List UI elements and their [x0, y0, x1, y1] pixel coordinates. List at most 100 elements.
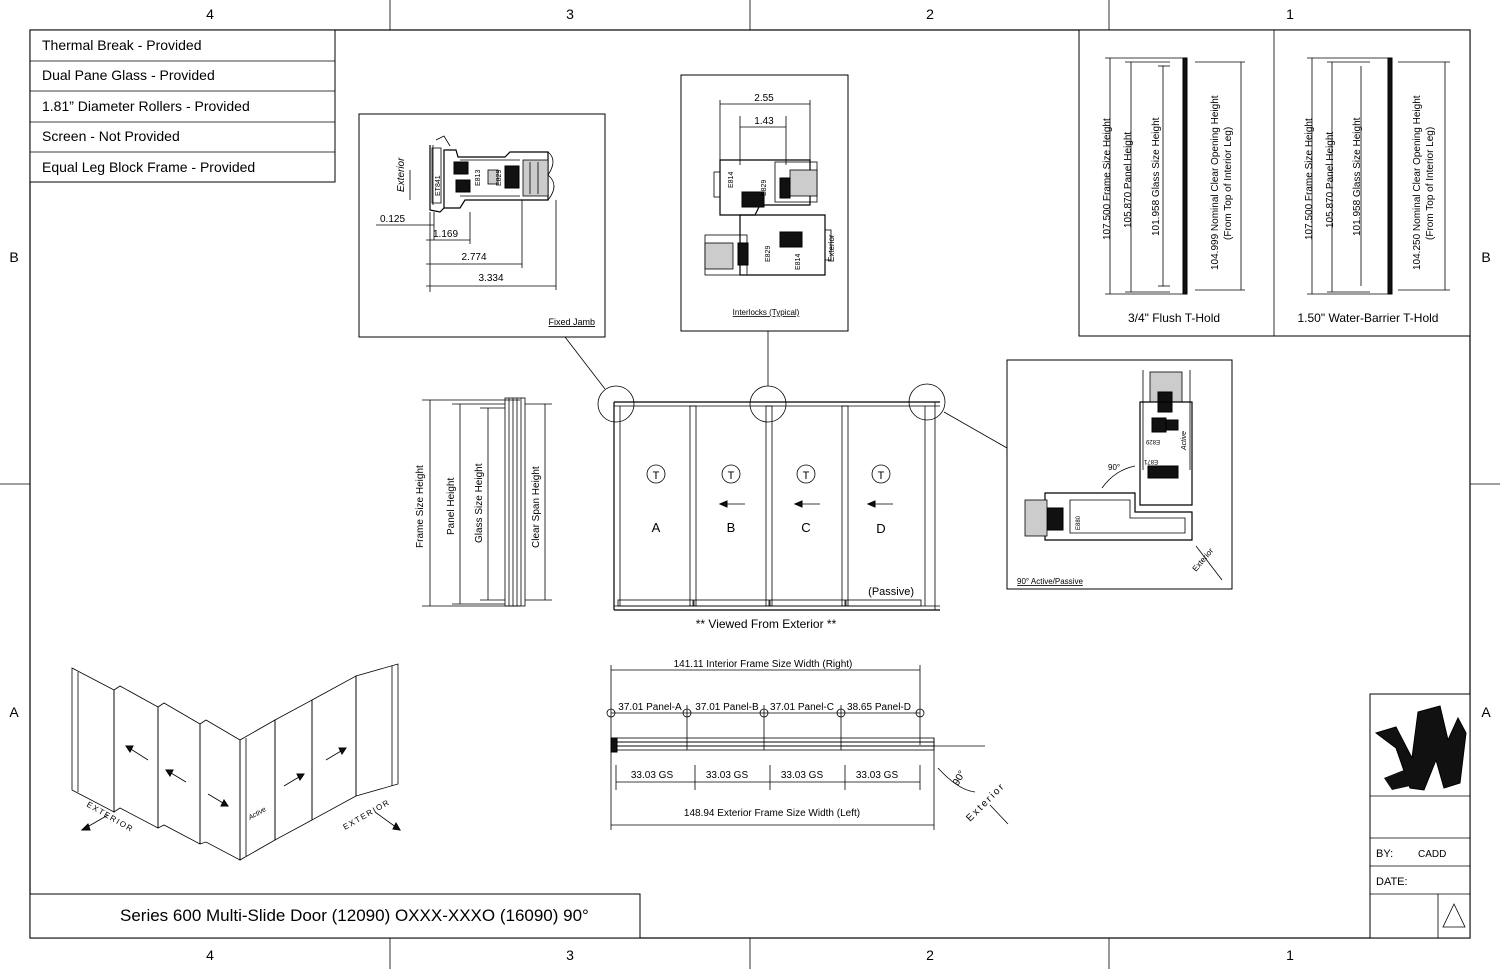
plan-panel-a: 37.01 Panel-A [618, 702, 682, 713]
grid-col-top-4: 4 [206, 6, 214, 22]
isometric-view: Active EXTERIOR EXTERIOR [71, 663, 401, 861]
interlocks-label: Interlocks (Typical) [733, 308, 800, 317]
interlocks-detail: 2.55 1.43 E814 E829 E829 E814 Exterior I… [680, 74, 849, 332]
plan-angle: 90° [951, 769, 968, 788]
grid-col-top-1: 1 [1286, 6, 1294, 22]
revision-triangle-icon [1442, 903, 1466, 928]
interlocks-part-e814-bottom: E814 [795, 254, 802, 270]
flush-frame-size-height: 107.500 Frame Size Height [1102, 118, 1113, 240]
passive-label: (Passive) [868, 586, 914, 598]
panel-d-label: D [876, 521, 885, 536]
feature-thermal-break: Thermal Break - Provided [42, 37, 202, 53]
corner-angle: 90° [1108, 463, 1120, 472]
t-hold-panel [1078, 29, 1471, 337]
title-block: BY: CADD DATE: [1369, 693, 1471, 939]
grid-row-right-b: B [1481, 249, 1490, 265]
barrier-clear-opening: 104.250 Nominal Clear Opening Height [1412, 95, 1423, 270]
grid-col-bottom-4: 4 [206, 947, 214, 963]
interlocks-part-e829-bottom: E829 [765, 246, 772, 262]
interlocks-part-e829-top: E829 [761, 180, 768, 196]
features-table: Thermal Break - Provided Dual Pane Glass… [29, 29, 336, 183]
fixed-jamb-dim-1169: 1.169 [433, 229, 458, 240]
plan-exterior: Exterior [964, 781, 1007, 824]
height-glass-size: Glass Size Height [474, 463, 485, 543]
grid-col-bottom-2: 2 [926, 947, 934, 963]
date-label: DATE: [1376, 876, 1408, 888]
plan-exterior-width: 148.94 Exterior Frame Size Width (Left) [684, 808, 860, 819]
corner-part-e871: E871 [1143, 458, 1158, 464]
plan-gs-3: 33.03 GS [781, 770, 824, 781]
plan-gs-2: 33.03 GS [706, 770, 749, 781]
flush-panel-height: 105.870 Panel Height [1123, 132, 1134, 228]
grid-row-left-b: B [9, 249, 18, 265]
feature-rollers: 1.81” Diameter Rollers - Provided [42, 98, 250, 114]
interlocks-part-e814-top: E814 [728, 172, 735, 188]
fixed-jamb-dim-2774: 2.774 [461, 252, 486, 263]
panel-d-symbol: T [878, 470, 885, 482]
flush-clear-opening: 104.999 Nominal Clear Opening Height [1210, 95, 1221, 270]
iso-exterior-right: EXTERIOR [342, 797, 392, 831]
height-clear-span: Clear Span Height [531, 466, 542, 548]
panel-b-label: B [727, 520, 736, 535]
plan-view: 141.11 Interior Frame Size Width (Right)… [606, 659, 1009, 830]
barrier-glass-size-height: 101.958 Glass Size Height [1352, 117, 1363, 236]
plan-gs-4: 33.03 GS [856, 770, 899, 781]
barrier-t-hold-label: 1.50" Water-Barrier T-Hold [1298, 311, 1439, 325]
panel-a-symbol: T [653, 470, 660, 482]
flush-glass-size-height: 101.958 Glass Size Height [1151, 117, 1162, 236]
corner-active: Active [1181, 431, 1188, 451]
panel-c-symbol: T [803, 470, 810, 482]
plan-panel-d: 38.65 Panel-D [847, 702, 911, 713]
corner-part-e829: E829 [1145, 438, 1160, 444]
grid-col-top-2: 2 [926, 6, 934, 22]
barrier-frame-size-height: 107.500 Frame Size Height [1304, 118, 1315, 240]
panel-a-label: A [652, 520, 661, 535]
by-label: BY: [1376, 848, 1393, 860]
fixed-jamb-dim-0125: 0.125 [380, 214, 405, 225]
feature-block-frame: Equal Leg Block Frame - Provided [42, 159, 255, 175]
company-logo [1374, 705, 1467, 791]
fixed-jamb-label: Fixed Jamb [548, 317, 595, 327]
iso-exterior-left: EXTERIOR [85, 800, 135, 834]
feature-dual-pane: Dual Pane Glass - Provided [42, 67, 215, 83]
fixed-jamb-exterior: Exterior [396, 157, 407, 192]
plan-panel-c: 37.01 Panel-C [770, 702, 834, 713]
grid-col-top-3: 3 [566, 6, 574, 22]
corner-label: 90° Active/Passive [1017, 577, 1083, 586]
viewed-from-exterior: ** Viewed From Exterior ** [696, 617, 837, 631]
grid-row-left-a: A [9, 704, 19, 720]
panel-b-symbol: T [728, 470, 735, 482]
grid-col-bottom-1: 1 [1286, 947, 1294, 963]
fixed-jamb-part-et841: ET841 [435, 175, 442, 196]
drawing-title: Series 600 Multi-Slide Door (12090) OXXX… [120, 906, 589, 925]
height-panel: Panel Height [446, 478, 457, 535]
elevation-view: T A T B T C T D (Passive) ** Viewed From… [564, 331, 1008, 631]
height-dimensions: Frame Size Height Panel Height Glass Siz… [415, 397, 552, 607]
grid-row-right-a: A [1481, 704, 1491, 720]
corner-part-e880: E880 [1076, 515, 1082, 530]
flush-clear-note: (From Top of Interior Leg) [1223, 127, 1234, 240]
grid-col-bottom-3: 3 [566, 947, 574, 963]
fixed-jamb-part-e829: E829 [496, 170, 503, 186]
title-bar: Series 600 Multi-Slide Door (12090) OXXX… [29, 893, 641, 939]
height-frame-size: Frame Size Height [415, 465, 426, 548]
interlocks-dim-255: 2.55 [754, 93, 774, 104]
plan-panel-b: 37.01 Panel-B [695, 702, 759, 713]
interlocks-exterior: Exterior [827, 234, 836, 262]
iso-active: Active [247, 806, 268, 822]
plan-interior-width: 141.11 Interior Frame Size Width (Right) [674, 659, 853, 670]
fixed-jamb-detail: ET841 E813 E829 Exterior 0.125 1.169 2.7… [358, 113, 606, 338]
barrier-clear-note: (From Top of Interior Leg) [1425, 127, 1436, 240]
t-hold-flush: 107.500 Frame Size Height 105.870 Panel … [1102, 57, 1245, 325]
barrier-panel-height: 105.870 Panel Height [1325, 132, 1336, 228]
panel-c-label: C [801, 520, 810, 535]
corner-detail: E829 E871 Active E880 90° Exterior 90° A… [1006, 359, 1233, 590]
flush-t-hold-label: 3/4" Flush T-Hold [1128, 311, 1220, 325]
feature-screen: Screen - Not Provided [42, 128, 180, 144]
interlocks-dim-143: 1.43 [754, 116, 774, 127]
plan-gs-1: 33.03 GS [631, 770, 674, 781]
fixed-jamb-part-e813: E813 [475, 170, 482, 186]
by-value: CADD [1418, 849, 1446, 860]
